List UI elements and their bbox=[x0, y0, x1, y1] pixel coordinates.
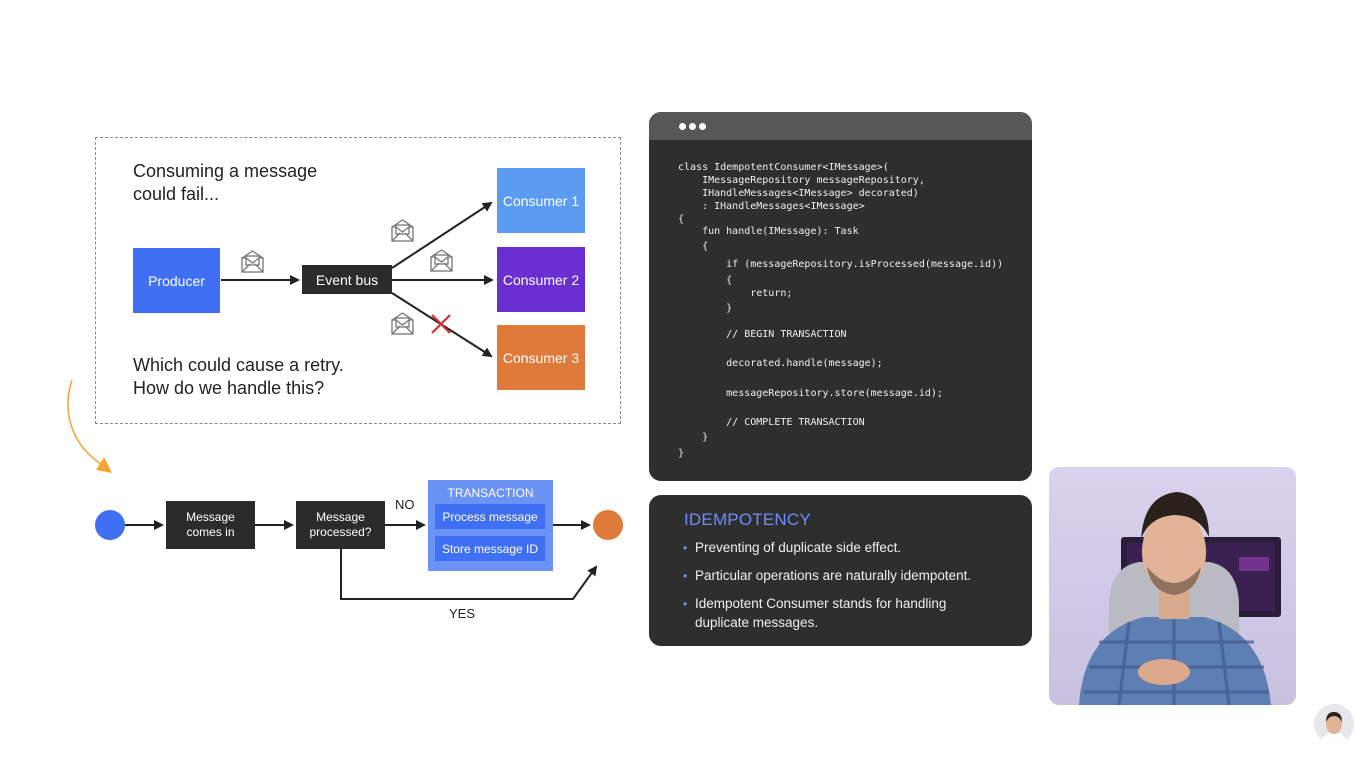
idempotency-card bbox=[649, 495, 1032, 646]
window-dot-icon bbox=[679, 123, 686, 130]
presenter-video bbox=[1049, 467, 1296, 705]
code-line: fun handle(IMessage): Task bbox=[678, 226, 859, 237]
code-window-titlebar bbox=[649, 112, 1032, 140]
processed-line-1: Message bbox=[316, 510, 365, 524]
code-line: // COMPLETE TRANSACTION bbox=[678, 417, 865, 428]
code-line: if (messageRepository.isProcessed(messag… bbox=[678, 259, 1004, 270]
process-message-step: Process message bbox=[435, 504, 545, 529]
avatar-illustration bbox=[1314, 704, 1354, 744]
curved-pointer-arrowhead bbox=[96, 457, 112, 473]
code-line: } bbox=[678, 448, 685, 459]
code-line: } bbox=[678, 432, 709, 443]
event-bus-node: Event bus bbox=[302, 265, 392, 294]
caption-consuming-fail: Consuming a message could fail... bbox=[133, 160, 317, 206]
code-window: class IdempotentConsumer<IMessage>( IMes… bbox=[649, 112, 1032, 481]
caption-line-1: Consuming a message bbox=[133, 161, 318, 181]
window-dot-icon bbox=[699, 123, 706, 130]
idempotency-title: IDEMPOTENCY bbox=[684, 510, 811, 529]
code-line: messageRepository.store(message.id); bbox=[678, 388, 943, 399]
failure-diagram-frame bbox=[95, 137, 621, 424]
failure-x-icon bbox=[431, 314, 451, 334]
idempotency-point-2: Particular operations are naturally idem… bbox=[695, 568, 972, 583]
transaction-title: TRANSACTION bbox=[447, 486, 534, 500]
message-processed-node: Message processed? bbox=[296, 501, 385, 549]
no-label: NO bbox=[395, 497, 415, 512]
code-line: class IdempotentConsumer<IMessage>( bbox=[678, 162, 889, 173]
envelope-icon bbox=[391, 312, 414, 335]
flow-start-node bbox=[95, 510, 125, 540]
arrow-bus-to-consumer1 bbox=[391, 201, 493, 269]
envelope-icon bbox=[391, 219, 414, 242]
curved-pointer-arrow bbox=[67, 379, 105, 467]
code-line: IHandleMessages<IMessage> decorated) bbox=[678, 188, 919, 199]
flow-end-node bbox=[593, 510, 623, 540]
store-message-id-step: Store message ID bbox=[435, 536, 545, 561]
consumer-2-node: Consumer 2 bbox=[497, 247, 585, 312]
presenter-illustration bbox=[1079, 492, 1281, 705]
bullet-icon: • bbox=[683, 597, 688, 611]
caption-line-3: Which could cause a retry. bbox=[133, 355, 344, 375]
code-line: IMessageRepository messageRepository, bbox=[678, 175, 925, 186]
idempotency-point-3-cont: duplicate messages. bbox=[695, 615, 819, 630]
code-line: // BEGIN TRANSACTION bbox=[678, 329, 847, 340]
code-line: decorated.handle(message); bbox=[678, 358, 883, 369]
channel-avatar[interactable] bbox=[1314, 704, 1354, 744]
consumer-1-node: Consumer 1 bbox=[497, 168, 585, 233]
message-in-line-1: Message bbox=[186, 510, 235, 524]
code-line: { bbox=[678, 214, 685, 225]
code-line: { bbox=[678, 275, 733, 286]
code-line: { bbox=[678, 241, 709, 252]
envelope-icon bbox=[430, 249, 453, 272]
code-line: : IHandleMessages<IMessage> bbox=[678, 201, 865, 212]
code-line: } bbox=[678, 303, 733, 314]
message-comes-in-node: Message comes in bbox=[166, 501, 255, 549]
window-dot-icon bbox=[689, 123, 696, 130]
bullet-icon: • bbox=[683, 541, 688, 555]
envelope-icon bbox=[241, 250, 264, 273]
producer-node: Producer bbox=[133, 248, 220, 313]
yes-label: YES bbox=[449, 606, 476, 621]
caption-line-2: could fail... bbox=[133, 184, 220, 204]
bullet-icon: • bbox=[683, 569, 688, 583]
consumer-3-node: Consumer 3 bbox=[497, 325, 585, 390]
processed-line-2: processed? bbox=[309, 525, 372, 539]
message-in-line-2: comes in bbox=[186, 525, 235, 539]
idempotency-point-1: Preventing of duplicate side effect. bbox=[695, 540, 902, 555]
arrow-yes-path bbox=[340, 549, 598, 600]
code-line: return; bbox=[678, 288, 793, 299]
idempotency-point-3: Idempotent Consumer stands for handling bbox=[695, 596, 947, 611]
caption-retry: Which could cause a retry. How do we han… bbox=[133, 354, 344, 400]
caption-line-4: How do we handle this? bbox=[133, 378, 325, 398]
